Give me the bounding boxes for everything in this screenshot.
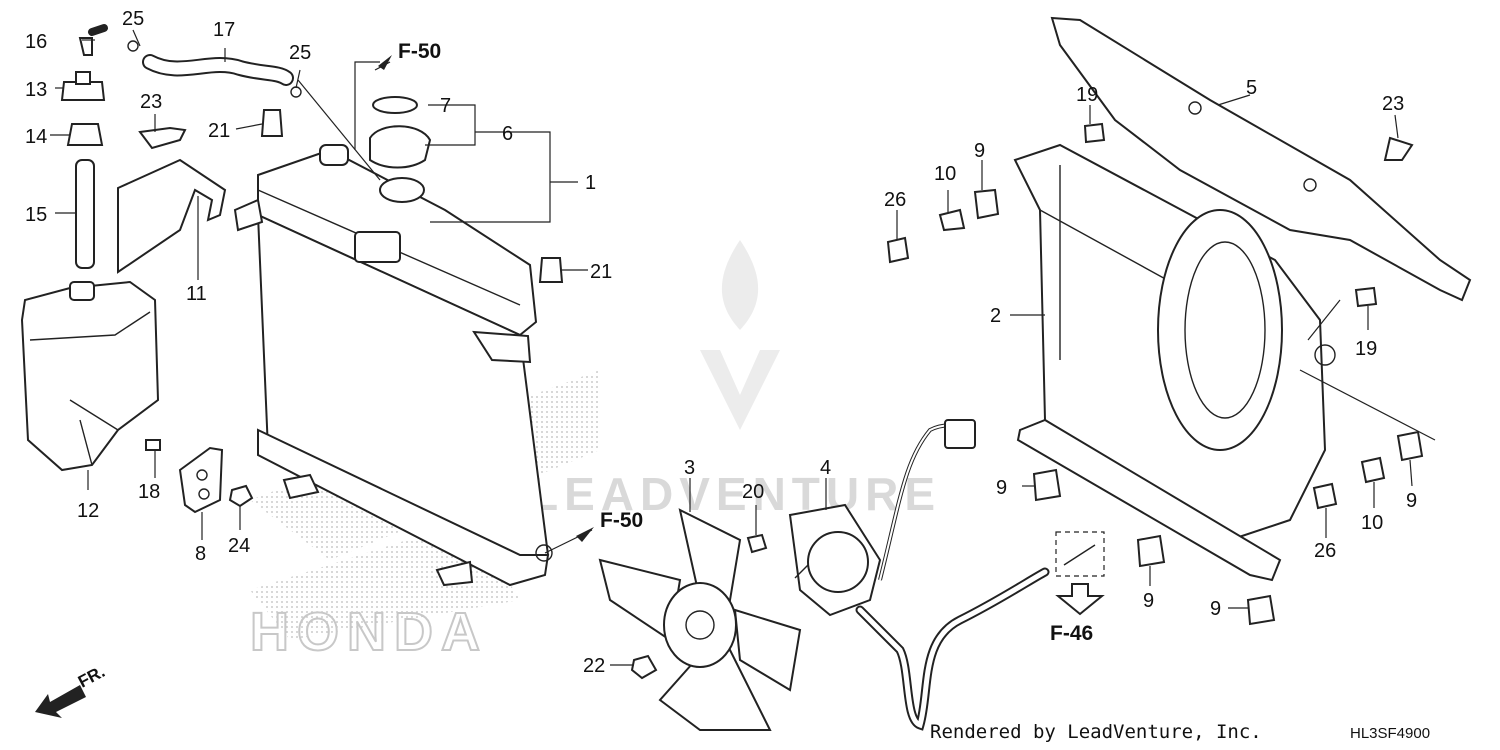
reference-f50-right: F-50 (600, 509, 643, 532)
hardware (886, 122, 1424, 626)
callout-25a: 25 (122, 8, 144, 30)
reference-labels: F-50 F-50 F-46 (398, 40, 1093, 645)
callout-17: 17 (213, 19, 235, 41)
shroud-stay (1050, 16, 1472, 302)
reserve-tank (20, 280, 160, 472)
callout-9a: 9 (974, 140, 985, 162)
callout-10a: 10 (934, 163, 956, 185)
callout-22: 22 (583, 655, 605, 677)
leader-lines (50, 29, 1436, 666)
watermark-text: LEADVENTURE (530, 468, 941, 520)
callout-16: 16 (25, 31, 47, 53)
callout-15: 15 (25, 204, 47, 226)
callout-25b: 25 (289, 42, 311, 64)
callout-12: 12 (77, 500, 99, 522)
fan-blade (598, 508, 802, 731)
callout-3: 3 (684, 457, 695, 479)
callout-21a: 21 (208, 120, 230, 142)
stay-bracket (117, 126, 227, 274)
callout-4: 4 (820, 457, 831, 479)
reference-arrows (378, 55, 594, 542)
callout-10b: 10 (1361, 512, 1383, 534)
callout-19b: 19 (1355, 338, 1377, 360)
diagram-code: HL3SF4900 (1350, 725, 1430, 742)
callout-18: 18 (138, 481, 160, 503)
callout-13: 13 (25, 79, 47, 101)
watermark: LEADVENTURE (530, 240, 941, 520)
callout-24: 24 (228, 535, 250, 557)
brand-watermark-text: HONDA (250, 602, 488, 662)
fan-motor (746, 419, 1050, 731)
upper-hose (78, 24, 302, 98)
callout-9e: 9 (1406, 490, 1417, 512)
callout-26a: 26 (884, 189, 906, 211)
front-direction-arrow: FR. (35, 662, 108, 718)
callout-11: 11 (186, 283, 207, 305)
overflow-hose (60, 71, 106, 269)
callout-21b: 21 (590, 261, 612, 283)
callout-20: 20 (742, 481, 764, 503)
callout-labels: 1 2 3 4 5 6 7 8 9 9 9 9 9 10 10 11 12 13… (25, 8, 1417, 677)
radiator-cap (369, 96, 432, 169)
lower-brackets (145, 439, 254, 514)
callout-8: 8 (195, 543, 206, 565)
callout-6: 6 (502, 123, 513, 145)
callout-1: 1 (585, 172, 596, 194)
callout-5: 5 (1246, 77, 1257, 99)
fan-shroud (1013, 143, 1336, 582)
callout-9c: 9 (1143, 590, 1154, 612)
clips (260, 109, 564, 283)
callout-2: 2 (990, 305, 1001, 327)
callout-26b: 26 (1314, 540, 1336, 562)
radiator (233, 144, 553, 587)
callout-23a: 23 (140, 91, 162, 113)
callout-7: 7 (440, 95, 451, 117)
connector-f46 (1055, 531, 1105, 616)
callout-9b: 9 (996, 477, 1007, 499)
credit-text: Rendered by LeadVenture, Inc. (930, 721, 1262, 743)
callout-23b: 23 (1382, 93, 1404, 115)
callout-9d: 9 (1210, 598, 1221, 620)
reference-f50-top: F-50 (398, 40, 441, 63)
callout-19a: 19 (1076, 84, 1098, 106)
callout-14: 14 (25, 126, 47, 148)
reference-f46: F-46 (1050, 622, 1093, 645)
